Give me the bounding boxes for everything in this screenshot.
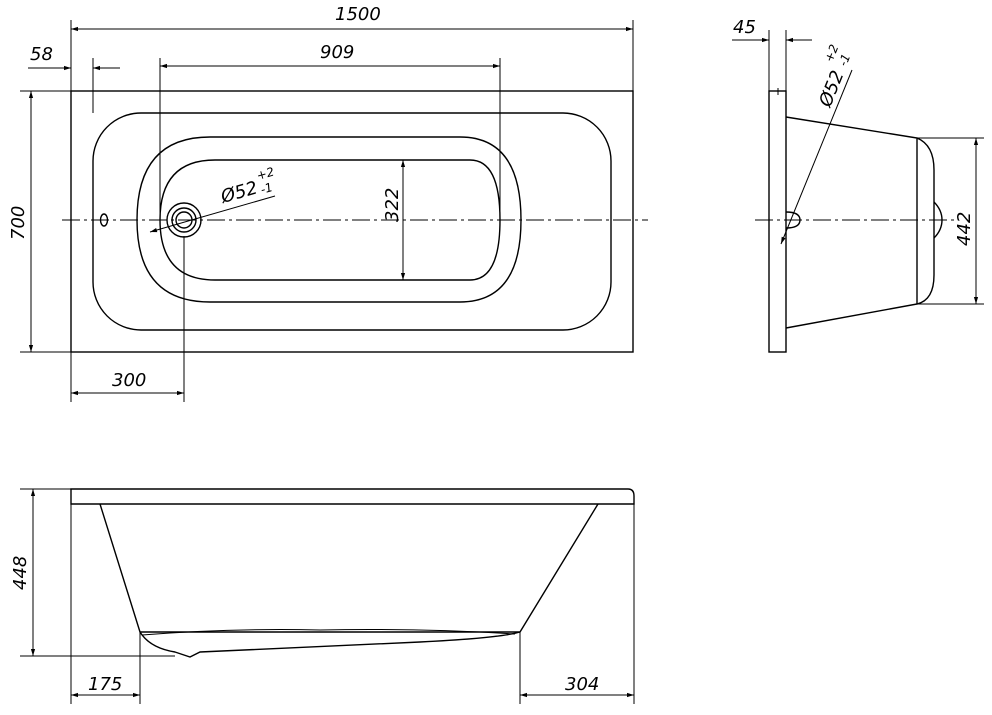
side-end-cap	[916, 137, 935, 305]
dim-bottom-right-label: 304	[565, 674, 599, 695]
top-outer-rim	[70, 90, 634, 353]
dim-rim-offset-label: 58	[30, 44, 53, 65]
top-drain-leader	[149, 195, 276, 233]
front-base	[139, 631, 521, 658]
dim-drain-offset-label: 300	[112, 370, 146, 391]
side-view: 45 442 Ø52 +2 -1	[732, 17, 984, 353]
dim-length-label: 1500	[335, 4, 381, 25]
side-drain-label: Ø52	[815, 68, 849, 111]
top-drain-tol-plus: +2	[255, 165, 276, 183]
side-drain-leader	[780, 69, 853, 245]
top-basin-outer	[136, 136, 522, 303]
top-drain-tol-minus: -1	[259, 180, 274, 197]
side-body	[785, 116, 918, 329]
side-rim	[768, 90, 787, 353]
front-body	[99, 503, 599, 633]
dim-rim-thickness-label: 45	[733, 17, 756, 38]
top-inner-rim	[92, 112, 612, 331]
dim-bottom-left-label: 175	[88, 674, 122, 695]
front-view: 448 175 304	[10, 488, 635, 704]
dim-basin-length-label: 909	[320, 42, 354, 63]
top-basin-inner	[159, 159, 501, 281]
dim-width-label: 700	[8, 206, 29, 240]
dim-basin-width-label: 322	[382, 188, 403, 222]
top-drain-label: Ø52	[218, 177, 260, 208]
top-view: 1500 909 58 700 322 Ø52 +2 -1 300	[8, 4, 648, 402]
front-rim	[70, 488, 635, 505]
side-drain-tol-minus: -1	[836, 52, 853, 68]
side-drain-tol-plus: +2	[822, 42, 842, 64]
dim-height-label: 448	[10, 556, 31, 590]
dim-side-width-label: 442	[954, 212, 975, 246]
front-base-inner	[141, 629, 516, 636]
